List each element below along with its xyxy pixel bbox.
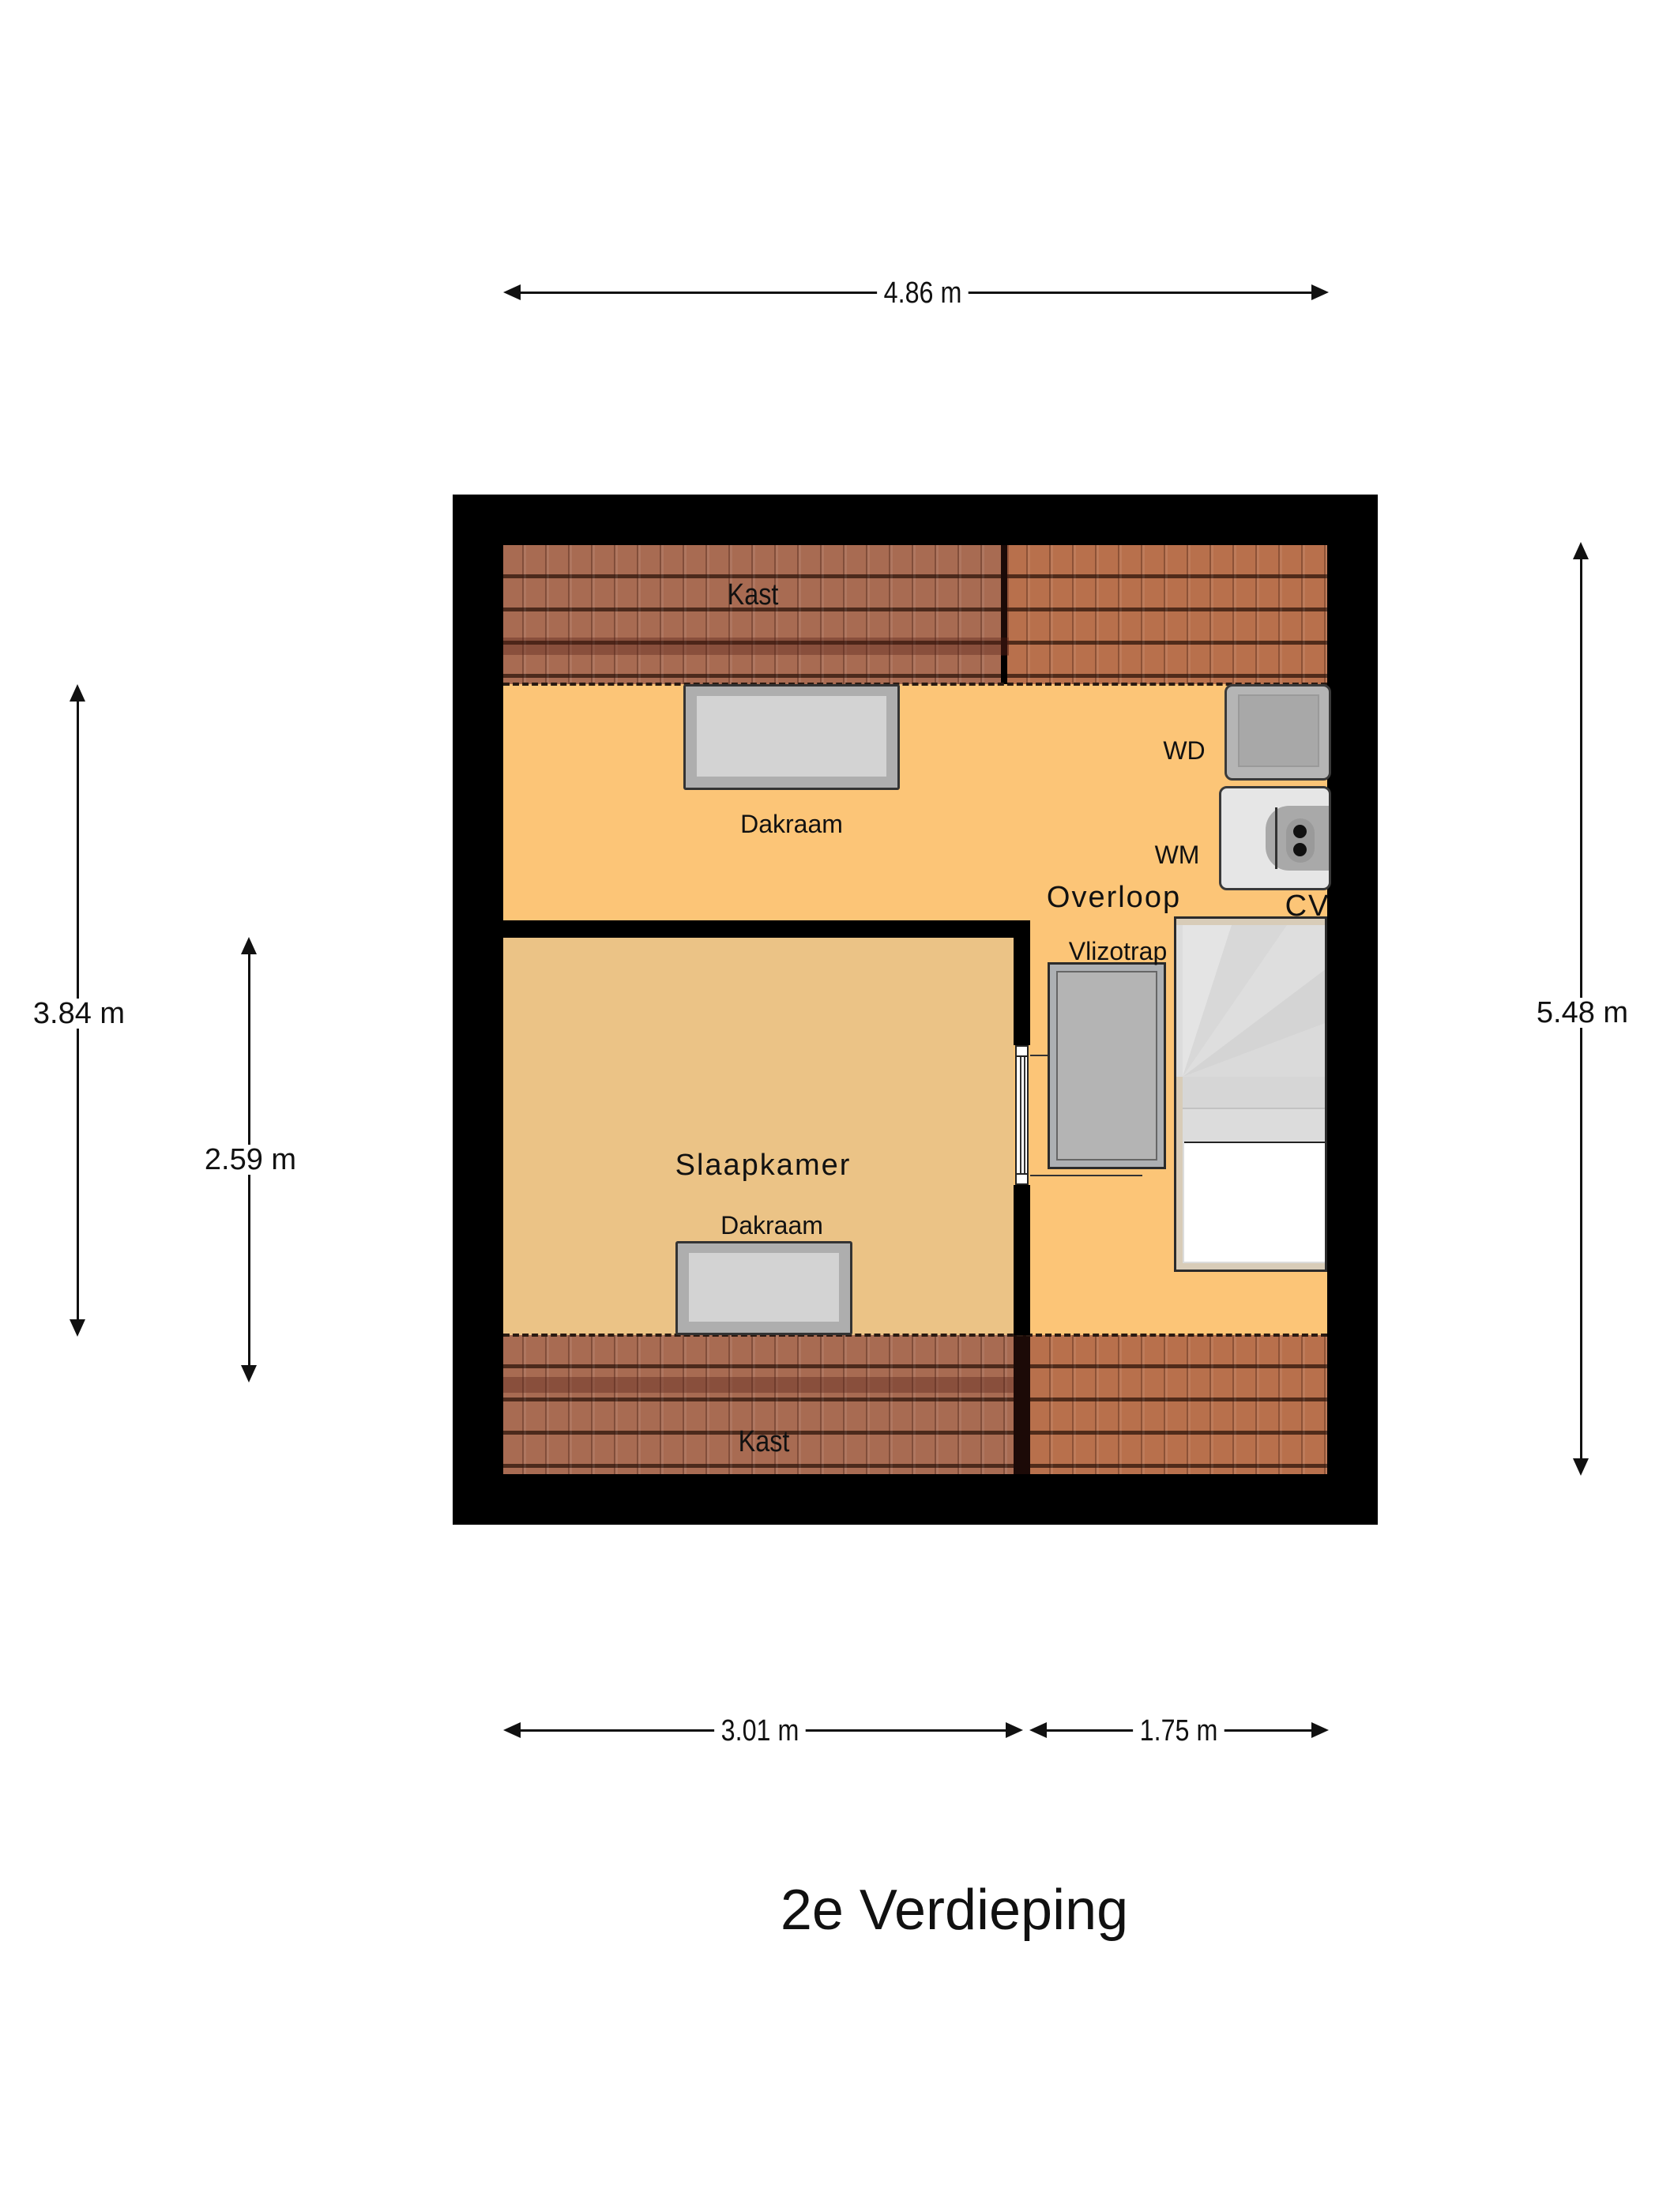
door-panel xyxy=(1015,1057,1029,1173)
arrow-right-icon xyxy=(1311,1722,1329,1738)
kast-bottom-roof-tiles[interactable] xyxy=(503,1335,1014,1474)
stair-landing xyxy=(1184,1142,1325,1262)
arrow-left-icon xyxy=(503,284,521,300)
arrow-up-icon xyxy=(241,937,257,954)
dimension-label: 4.86 m xyxy=(877,278,969,308)
kast-shelf xyxy=(503,1377,1014,1393)
roof-tiles-top-right xyxy=(1007,545,1327,684)
label-dakraam-top: Dakraam xyxy=(740,810,843,838)
dimension-label: 2.59 m xyxy=(196,1145,305,1175)
arrow-down-icon xyxy=(241,1365,257,1382)
label-wm: WM xyxy=(1154,841,1200,869)
arrow-right-icon xyxy=(1311,284,1329,300)
winder-steps-icon xyxy=(1183,925,1325,1145)
arrow-up-icon xyxy=(70,684,85,702)
stair-railing xyxy=(1176,919,1325,925)
arrow-left-icon xyxy=(1029,1722,1047,1738)
arrow-down-icon xyxy=(1573,1458,1589,1476)
label-dakraam-bottom: Dakraam xyxy=(720,1211,823,1240)
label-wd: WD xyxy=(1163,736,1206,765)
kast-shelf xyxy=(503,638,1009,655)
washing-machine-appliance[interactable] xyxy=(1219,786,1331,890)
dryer-appliance[interactable] xyxy=(1224,684,1331,781)
kast-partition xyxy=(1001,545,1009,656)
hatch-arm xyxy=(1030,1055,1048,1056)
kast-partition xyxy=(1014,1335,1030,1474)
dakraam-bottom-skylight[interactable] xyxy=(675,1241,852,1335)
room-label-kast-bottom: Kast xyxy=(738,1425,790,1458)
roof-tiles-bottom-right xyxy=(1030,1335,1327,1474)
roof-slope-line xyxy=(503,1334,1327,1337)
vlizotrap-hatch[interactable] xyxy=(1048,962,1166,1169)
arrow-down-icon xyxy=(70,1319,85,1337)
kast-top-roof-tiles[interactable] xyxy=(503,545,1001,684)
bedroom-wall-top xyxy=(503,920,1030,938)
stair-railing xyxy=(1176,1263,1325,1270)
arrow-right-icon xyxy=(1006,1722,1023,1738)
arrow-up-icon xyxy=(1573,542,1589,559)
dimension-label: 3.01 m xyxy=(714,1716,806,1746)
door-jamb xyxy=(1015,1045,1029,1057)
staircase[interactable] xyxy=(1174,916,1327,1272)
dimension-label: 3.84 m xyxy=(24,999,134,1029)
roof-slope-line xyxy=(503,683,1327,686)
dimension-label: 5.48 m xyxy=(1528,998,1637,1028)
bedroom-wall-right-upper xyxy=(1014,920,1030,1045)
dimension-label: 1.75 m xyxy=(1133,1716,1224,1746)
arrow-left-icon xyxy=(503,1722,521,1738)
door-jamb xyxy=(1015,1173,1029,1185)
room-label-kast-top: Kast xyxy=(727,578,779,611)
label-vlizotrap: Vlizotrap xyxy=(1068,937,1168,965)
bedroom-wall-right-lower xyxy=(1014,1185,1030,1335)
hatch-arm xyxy=(1030,1175,1142,1176)
label-cv: CV xyxy=(1285,890,1330,923)
room-label-slaapkamer: Slaapkamer xyxy=(675,1149,852,1182)
room-label-overloop: Overloop xyxy=(1046,881,1182,914)
floor-title: 2e Verdieping xyxy=(780,1879,1129,1942)
stair-railing xyxy=(1176,1077,1183,1270)
dakraam-top-skylight[interactable] xyxy=(683,684,900,790)
